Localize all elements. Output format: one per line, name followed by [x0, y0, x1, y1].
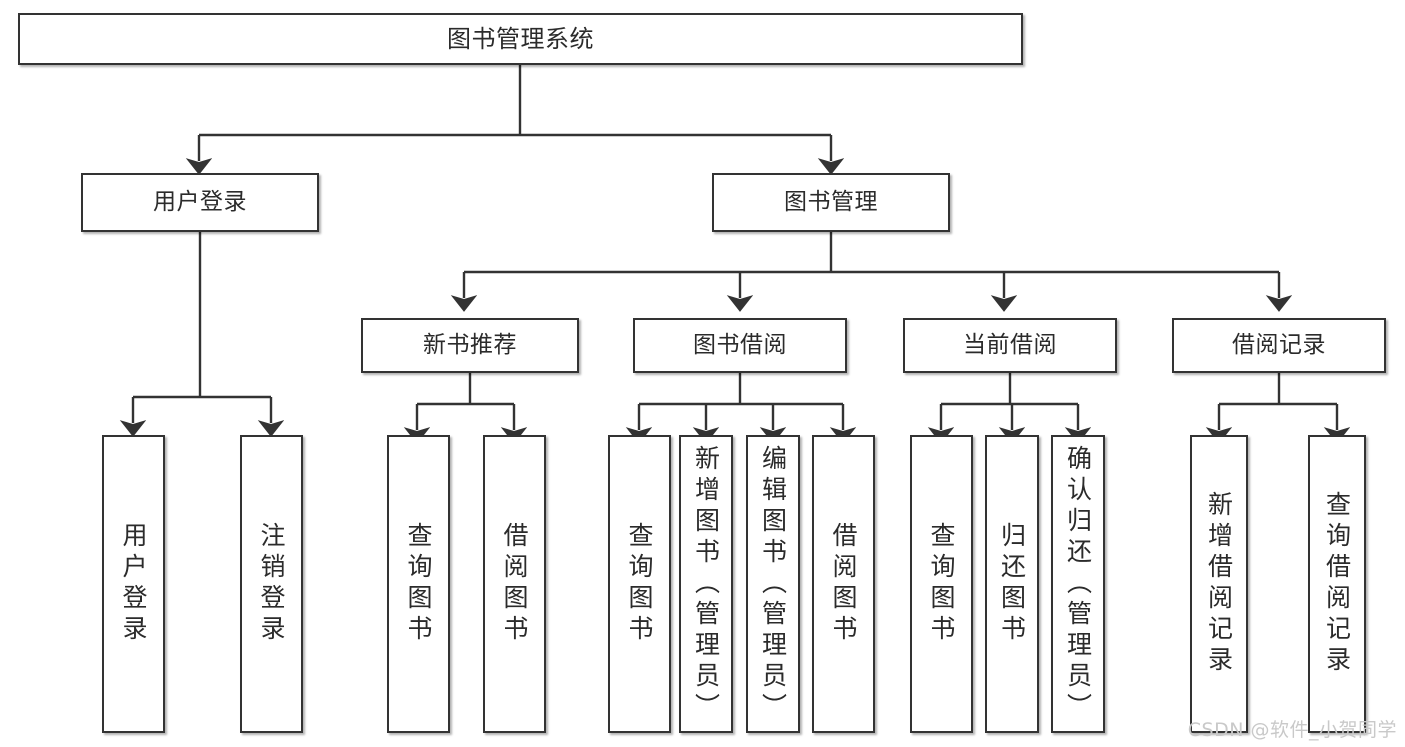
node-label: 图书管理系统: [447, 24, 594, 53]
node-label: 用户登录: [119, 522, 148, 646]
node-root[interactable]: 图书管理系统: [18, 13, 1023, 65]
node-borrow-record[interactable]: 借阅记录: [1172, 318, 1386, 373]
node-leaf-user-logout[interactable]: 注销登录: [240, 435, 303, 733]
node-label: 图书借阅: [693, 331, 787, 358]
node-leaf-borrow-book-2[interactable]: 借阅图书: [812, 435, 875, 733]
node-new-book-rec[interactable]: 新书推荐: [361, 318, 579, 373]
node-label: 借阅图书: [829, 522, 858, 646]
node-label: 归还图书: [997, 522, 1027, 646]
node-label: 借阅图书: [500, 522, 529, 646]
node-leaf-confirm-return[interactable]: 确认归还（管理员）: [1051, 435, 1105, 733]
node-leaf-query-book-1[interactable]: 查询图书: [387, 435, 450, 733]
node-book-borrow[interactable]: 图书借阅: [633, 318, 847, 373]
node-leaf-add-book[interactable]: 新增图书（管理员）: [679, 435, 733, 733]
node-label: 新书推荐: [423, 331, 517, 358]
node-leaf-add-record[interactable]: 新增借阅记录: [1190, 435, 1248, 733]
node-user-login[interactable]: 用户登录: [81, 173, 319, 232]
node-label: 借阅记录: [1232, 331, 1326, 358]
node-leaf-query-record[interactable]: 查询借阅记录: [1308, 435, 1366, 733]
node-label: 查询图书: [927, 522, 956, 646]
node-leaf-return-book[interactable]: 归还图书: [985, 435, 1039, 733]
node-label: 新增图书（管理员）: [691, 444, 721, 724]
node-label: 新增借阅记录: [1204, 491, 1234, 677]
node-leaf-borrow-book-1[interactable]: 借阅图书: [483, 435, 546, 733]
node-label: 编辑图书（管理员）: [758, 444, 788, 724]
node-current-borrow[interactable]: 当前借阅: [903, 318, 1117, 373]
node-label: 查询借阅记录: [1322, 491, 1352, 677]
node-leaf-query-book-3[interactable]: 查询图书: [910, 435, 973, 733]
node-label: 查询图书: [404, 522, 433, 646]
node-label: 图书管理: [784, 188, 878, 215]
node-label: 当前借阅: [963, 331, 1057, 358]
node-label: 注销登录: [257, 522, 286, 646]
node-label: 确认归还（管理员）: [1063, 444, 1093, 724]
node-leaf-user-login[interactable]: 用户登录: [102, 435, 165, 733]
node-book-manage[interactable]: 图书管理: [712, 173, 950, 232]
node-label: 用户登录: [153, 188, 247, 215]
node-label: 查询图书: [625, 522, 654, 646]
node-leaf-edit-book[interactable]: 编辑图书（管理员）: [746, 435, 800, 733]
node-leaf-query-book-2[interactable]: 查询图书: [608, 435, 671, 733]
